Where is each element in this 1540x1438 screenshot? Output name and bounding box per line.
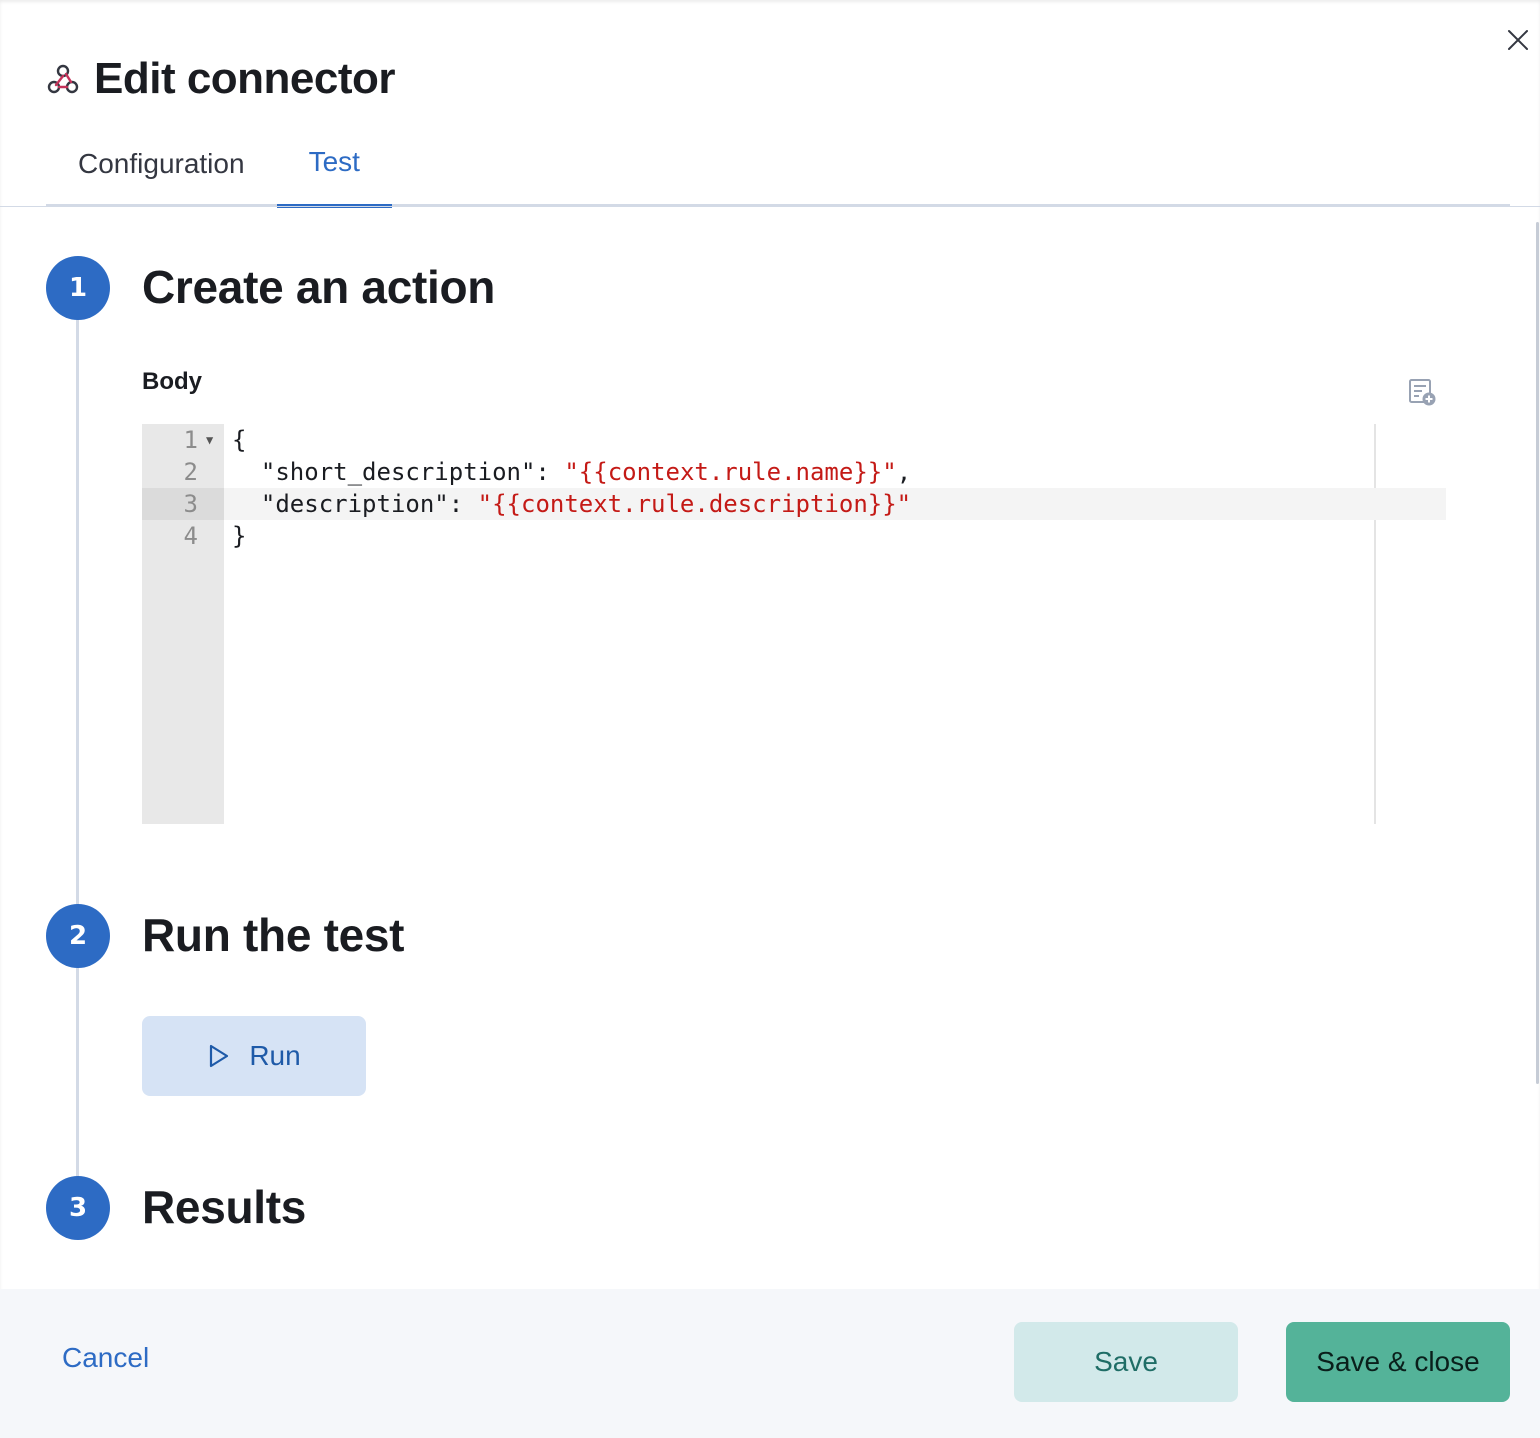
- flyout-header: Edit connector: [46, 54, 396, 104]
- code-key: "short_description":: [232, 458, 565, 486]
- step-number-1: 1: [46, 256, 110, 320]
- line-number: 2: [183, 458, 198, 486]
- code-punct: ,: [896, 458, 912, 486]
- step-title-run-test: Run the test: [142, 909, 405, 961]
- code-text: }: [232, 522, 247, 550]
- flyout-footer: [0, 1289, 1540, 1438]
- step-title-results: Results: [142, 1181, 307, 1233]
- line-number: 1: [183, 426, 198, 454]
- tab-configuration[interactable]: Configuration: [78, 148, 245, 179]
- code-line: 1 ▼ {: [142, 424, 1446, 456]
- flyout-title: Edit connector: [94, 54, 396, 103]
- add-variable-icon: [1409, 379, 1436, 406]
- line-number: 4: [183, 522, 198, 550]
- add-variable-button[interactable]: [1404, 374, 1440, 410]
- vertical-scrollbar[interactable]: [1536, 222, 1539, 1084]
- fold-toggle-icon[interactable]: ▼: [206, 433, 214, 447]
- step-number-3: 3: [46, 1176, 110, 1240]
- json-code-editor[interactable]: 1 ▼ { 2 "short_description": "{{context.…: [142, 424, 1446, 824]
- step-number-2: 2: [46, 904, 110, 968]
- save-button[interactable]: Save: [1014, 1322, 1238, 1402]
- cancel-button[interactable]: Cancel: [62, 1342, 150, 1373]
- editor-print-margin: [1374, 424, 1376, 824]
- code-line: 4 }: [142, 520, 1446, 552]
- code-key: "description":: [232, 490, 478, 518]
- code-string: "{{context.rule.description}}": [477, 490, 912, 518]
- body-field-label: Body: [142, 368, 202, 395]
- code-line: 2 "short_description": "{{context.rule.n…: [142, 456, 1446, 488]
- run-button-label: Run: [249, 1040, 301, 1071]
- line-number: 3: [142, 488, 224, 520]
- code-string: "{{context.rule.name}}": [564, 458, 897, 486]
- tab-bar: Configuration Test: [46, 130, 1510, 208]
- code-text: {: [232, 426, 247, 454]
- step-title-create-action: Create an action: [142, 261, 496, 313]
- code-line-active: 3 "description": "{{context.rule.descrip…: [142, 488, 1446, 520]
- run-button[interactable]: Run: [142, 1016, 366, 1096]
- close-button[interactable]: [1500, 22, 1536, 58]
- webhook-icon: [46, 62, 80, 96]
- close-icon: [1508, 30, 1528, 50]
- steps-connector-line: [76, 300, 79, 1210]
- header-divider: [0, 206, 1540, 207]
- play-icon: [210, 1044, 229, 1068]
- save-and-close-button[interactable]: Save & close: [1286, 1322, 1510, 1402]
- tab-test[interactable]: Test: [276, 132, 392, 208]
